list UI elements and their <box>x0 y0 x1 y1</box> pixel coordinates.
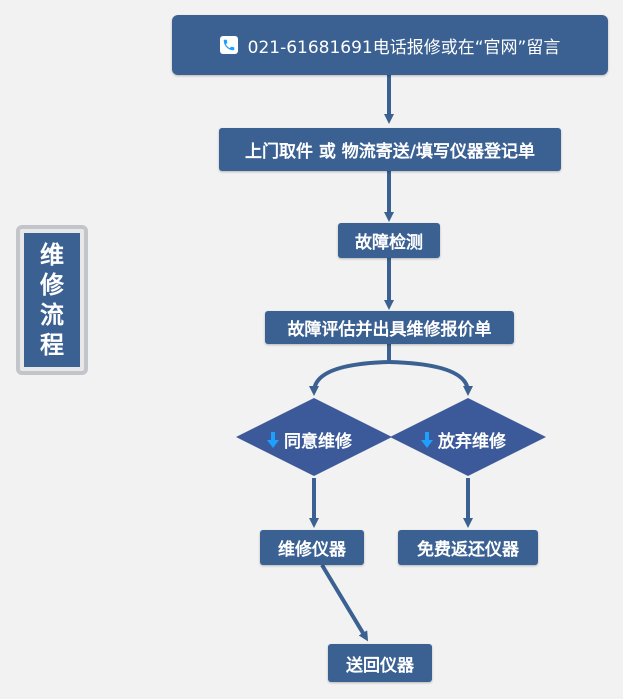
repair-step: 维修仪器 <box>260 530 364 565</box>
pickup-step: 上门取件 或 物流寄送/填写仪器登记单 <box>219 128 561 171</box>
side-title-char: 流 <box>40 301 64 329</box>
send-back-text: 送回仪器 <box>346 655 414 676</box>
connector-evaluate-branch <box>309 344 391 396</box>
contact-text: 021-61681691电话报修或在“官网”留言 <box>247 37 561 58</box>
connector-repair-to-send <box>320 563 369 642</box>
arrow-down-icon <box>266 431 280 448</box>
return-free-step: 免费返还仪器 <box>398 530 538 565</box>
side-title-box: 维 修 流 程 <box>16 225 88 375</box>
return-free-text: 免费返还仪器 <box>417 540 519 560</box>
diamond-agree <box>236 398 392 476</box>
connector-evaluate-branch-right <box>388 360 473 396</box>
pickup-text: 上门取件 或 物流寄送/填写仪器登记单 <box>244 142 536 162</box>
side-title-char: 修 <box>40 271 64 299</box>
repair-text: 维修仪器 <box>278 540 346 560</box>
side-title: 维 修 流 程 <box>24 233 80 367</box>
arrow-down-icon <box>420 431 434 448</box>
side-title-char: 维 <box>40 241 64 269</box>
evaluate-text: 故障评估并出具维修报价单 <box>287 320 492 340</box>
diamond-abandon <box>390 398 546 476</box>
abandon-text: 放弃维修 <box>438 432 506 452</box>
detect-step: 故障检测 <box>338 223 440 258</box>
phone-icon <box>219 36 238 54</box>
send-back-step: 送回仪器 <box>328 644 432 682</box>
contact-step: 021-61681691电话报修或在“官网”留言 <box>172 15 608 75</box>
agree-label: 同意维修 <box>266 427 352 452</box>
agree-text: 同意维修 <box>284 432 352 452</box>
side-title-char: 程 <box>40 331 64 359</box>
detect-text: 故障检测 <box>355 233 423 253</box>
abandon-label: 放弃维修 <box>420 427 506 452</box>
evaluate-step: 故障评估并出具维修报价单 <box>265 311 514 344</box>
